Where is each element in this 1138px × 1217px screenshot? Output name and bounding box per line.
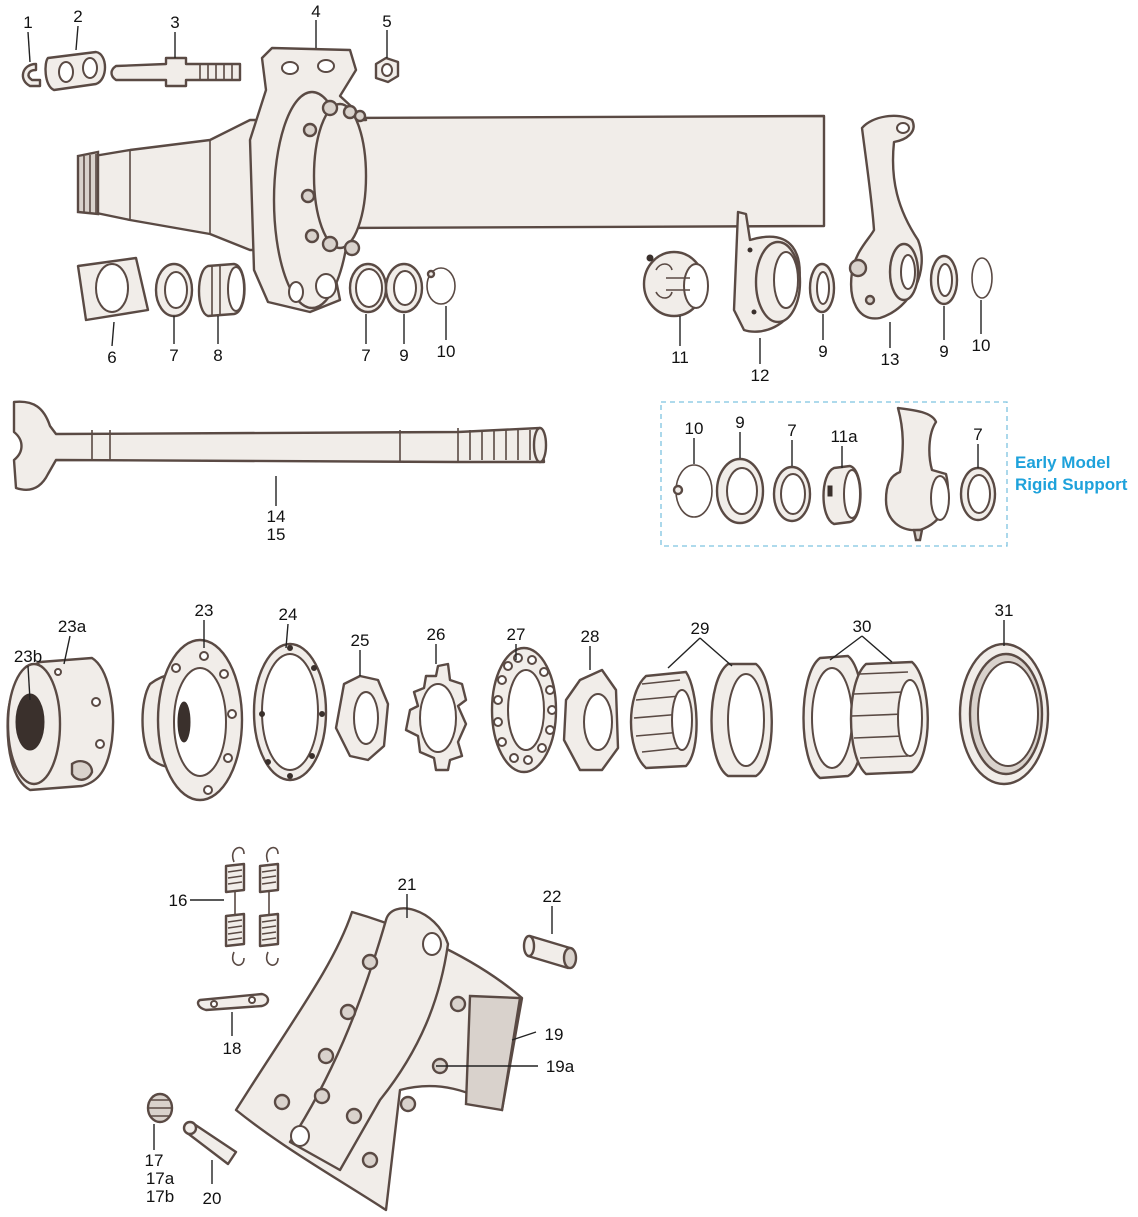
callout-12: 12 — [751, 366, 770, 385]
inset-callout-9: 9 — [735, 413, 744, 432]
leader-lines — [27, 20, 1005, 1184]
part-13-slack-adjuster — [848, 114, 923, 320]
part-18-anchor-clip — [196, 992, 270, 1012]
part-16-return-springs — [224, 846, 280, 966]
callout-17b: 17b — [146, 1187, 174, 1206]
callout-28: 28 — [581, 627, 600, 646]
part-21-brake-shoe — [234, 907, 524, 1212]
callout-30: 30 — [853, 617, 872, 636]
inset-part-11a-bushing — [822, 464, 862, 526]
part-10-snap-ring — [426, 267, 456, 305]
callout-2: 2 — [73, 7, 82, 26]
part-7-seal — [154, 262, 194, 318]
callout-22: 22 — [543, 887, 562, 906]
part-5-nut — [374, 56, 400, 84]
part-22-bushing — [522, 934, 578, 970]
inset-title-line2: Rigid Support — [1015, 475, 1128, 494]
part-30-bearing-cup — [802, 654, 865, 780]
callout-25: 25 — [351, 631, 370, 650]
callout-31: 31 — [995, 601, 1014, 620]
callout-4: 4 — [311, 2, 320, 21]
part-29-bearing-cup — [710, 662, 773, 778]
inset-callout-10: 10 — [685, 419, 704, 438]
callout-5: 5 — [382, 12, 391, 31]
part-23a-hubcap — [6, 656, 115, 792]
callout-8: 8 — [213, 346, 222, 365]
callout-1: 1 — [23, 13, 32, 32]
callout-9-b: 9 — [818, 342, 827, 361]
callout-14: 14 — [267, 507, 286, 526]
callout-18: 18 — [223, 1039, 242, 1058]
part-10-snap-ring-b — [971, 257, 993, 299]
callout-23a: 23a — [58, 617, 87, 636]
inset-part-9-washer — [715, 457, 765, 525]
callout-27: 27 — [507, 625, 526, 644]
callout-11: 11 — [671, 348, 689, 367]
part-17-cam-roller — [146, 1092, 174, 1124]
part-28-nut — [562, 668, 620, 772]
part-4-knuckle — [248, 46, 368, 314]
inset-part-7-seal-b — [959, 466, 997, 522]
part-6-shim — [76, 256, 150, 322]
callout-19a: 19a — [546, 1057, 575, 1076]
callout-21: 21 — [398, 875, 417, 894]
callout-24: 24 — [279, 605, 298, 624]
inset-callout-11a: 11a — [830, 427, 858, 446]
axle-tube — [338, 114, 826, 230]
callout-23: 23 — [195, 601, 214, 620]
part-9-washer-c — [929, 254, 959, 306]
part-2-link-plate — [44, 50, 107, 92]
callout-17a: 17a — [146, 1169, 175, 1188]
spindle — [76, 118, 272, 252]
part-30-bearing-cone — [849, 660, 929, 776]
inset-callout-7-b: 7 — [973, 425, 982, 444]
callout-29: 29 — [691, 619, 710, 638]
part-25-nut — [334, 674, 390, 762]
callout-7-second: 7 — [361, 346, 370, 365]
callout-labels: 1 2 3 4 5 6 7 8 7 9 10 11 12 9 13 9 10 1… — [14, 2, 1014, 1208]
callout-13: 13 — [881, 350, 900, 369]
part-3-pin — [110, 56, 242, 88]
part-24-gasket — [252, 642, 328, 782]
callout-17: 17 — [145, 1151, 164, 1170]
callout-19: 19 — [545, 1025, 564, 1044]
flange-bolts — [300, 99, 367, 257]
part-29-bearing-cone — [629, 670, 698, 770]
part-26-lock-washer — [404, 662, 468, 772]
part-14-15-camshaft — [12, 400, 548, 491]
lining-rivets — [273, 953, 467, 1169]
part-9-washer-b — [808, 262, 836, 314]
inset-part-7-seal — [772, 465, 812, 523]
part-8-bushing — [197, 262, 246, 318]
part-27-roller-ring — [490, 646, 558, 774]
part-1-clip — [21, 62, 42, 88]
part-11-bushing — [642, 250, 709, 318]
inset-title-line1: Early Model — [1015, 453, 1111, 472]
callout-20: 20 — [203, 1189, 222, 1208]
callout-7: 7 — [169, 346, 178, 365]
callout-9-c: 9 — [939, 342, 948, 361]
part-12-bracket — [732, 210, 802, 333]
callout-9: 9 — [399, 346, 408, 365]
inset-part-10-snap-ring — [672, 464, 713, 518]
callout-10-b: 10 — [972, 336, 991, 355]
part-20-roller-pin — [182, 1120, 238, 1166]
part-31-oil-seal — [958, 642, 1050, 786]
part-23-hub-flange — [141, 638, 244, 802]
callout-26: 26 — [427, 625, 446, 644]
callout-10: 10 — [437, 342, 456, 361]
callout-6: 6 — [107, 348, 116, 367]
inset-callout-7: 7 — [787, 421, 796, 440]
inset-box — [660, 401, 1008, 547]
callout-23b: 23b — [14, 647, 42, 666]
inset-support-bracket — [884, 406, 950, 542]
callout-16: 16 — [169, 891, 188, 910]
callout-3: 3 — [170, 13, 179, 32]
part-9-washer — [384, 262, 424, 314]
part-7-seal-second — [348, 262, 388, 314]
callout-15: 15 — [267, 525, 286, 544]
